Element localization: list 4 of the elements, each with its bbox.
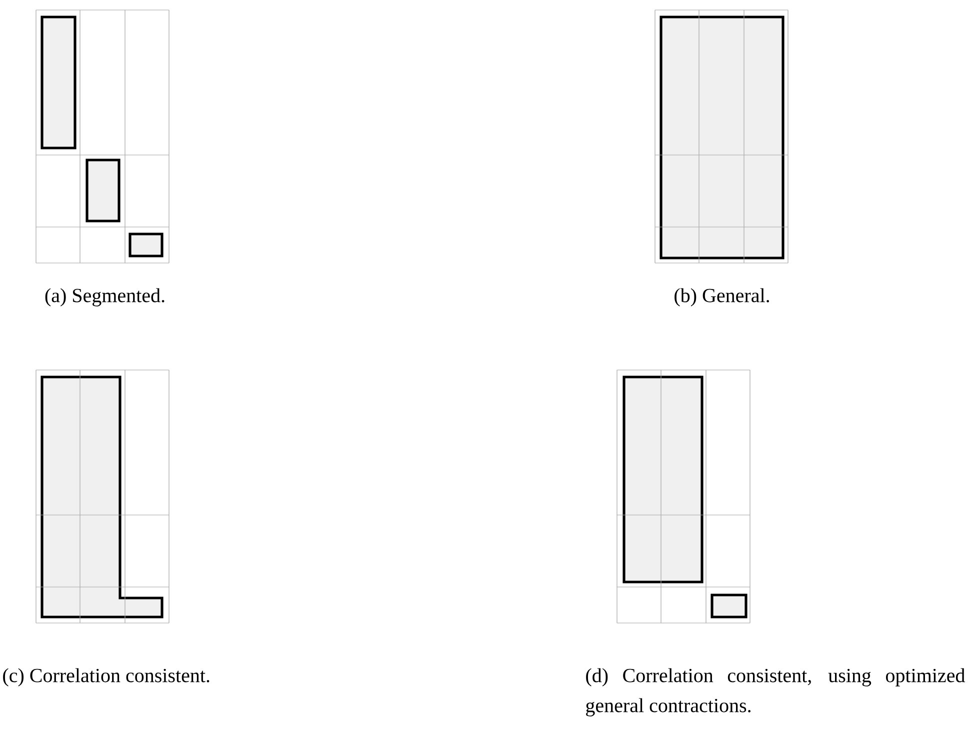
caption: (d) Correlation consistent, using optimized general contractions. [586,668,965,716]
caption: (b) General. [674,288,769,306]
caption: (a) Segmented. [45,288,164,306]
caption: (c) Correlation consistent. [3,668,210,686]
